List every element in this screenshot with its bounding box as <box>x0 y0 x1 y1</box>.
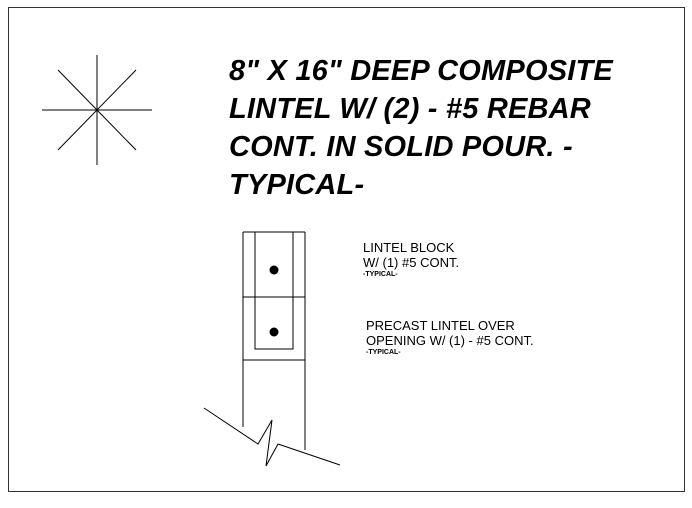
break-line <box>203 407 341 467</box>
title-line-2: LINTEL W/ (2) - #5 REBAR <box>229 93 591 125</box>
precast-note-line-2: OPENING W/ (1) - #5 CONT. <box>366 333 534 348</box>
precast-note-typical: -TYPICAL- <box>366 349 401 356</box>
precast-note-line-1: PRECAST LINTEL OVER <box>366 318 515 333</box>
title-line-3: CONT. IN SOLID POUR. - <box>229 131 573 163</box>
precast-lintel-note: PRECAST LINTEL OVER OPENING W/ (1) - #5 … <box>366 318 534 358</box>
lintel-block-note-line-1: LINTEL BLOCK <box>363 240 455 255</box>
rebar-dot-lower <box>269 327 279 337</box>
lintel-block-note-typical: -TYPICAL- <box>363 271 398 278</box>
title-line-1: 8" X 16" DEEP COMPOSITE <box>229 55 613 87</box>
north-arrow-star-icon <box>42 55 152 165</box>
rebar-dot-upper <box>269 265 279 275</box>
lintel-block-note-line-2: W/ (1) #5 CONT. <box>363 255 460 270</box>
lintel-core-outline <box>254 231 294 350</box>
lintel-block-note: LINTEL BLOCK W/ (1) #5 CONT. -TYPICAL- <box>363 240 459 280</box>
lintel-section <box>203 231 341 467</box>
title-line-4: TYPICAL- <box>229 169 365 201</box>
detail-title: 8" X 16" DEEP COMPOSITE LINTEL W/ (2) - … <box>229 52 669 204</box>
sheet-border <box>8 7 685 492</box>
